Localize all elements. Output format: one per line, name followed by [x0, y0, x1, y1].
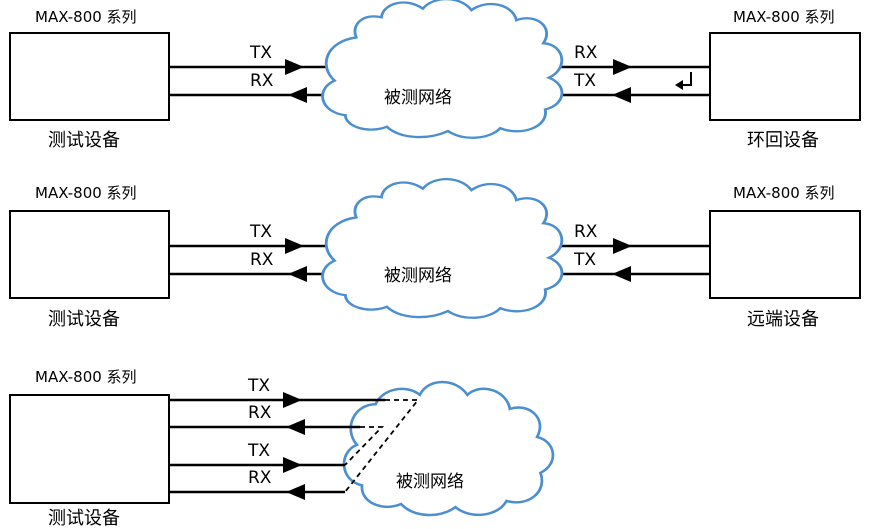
- rx-arrow: [288, 266, 307, 282]
- test-device-box: [9, 394, 170, 504]
- right-device-label: 远端设备: [747, 309, 819, 330]
- tx-arrow-right: [612, 266, 631, 282]
- left-caption: MAX-800 系列: [35, 184, 137, 202]
- rx-label-2: RX: [248, 468, 272, 488]
- left-device-label: 测试设备: [48, 130, 120, 151]
- tx-arrow-right: [612, 87, 631, 103]
- tx-arrow-2: [283, 457, 302, 473]
- remote-device-box: [709, 210, 861, 299]
- network-cloud: [321, 0, 564, 140]
- network-cloud: [321, 177, 564, 320]
- rx-label-right: RX: [574, 43, 598, 63]
- test-device-box: [9, 32, 170, 121]
- right-device-label: 环回设备: [747, 130, 819, 151]
- left-caption: MAX-800 系列: [35, 8, 137, 26]
- loopback-device-box: [709, 32, 861, 121]
- rx-label: RX: [250, 250, 274, 270]
- network-label: 被测网络: [396, 472, 464, 492]
- network-label: 被测网络: [384, 266, 452, 286]
- tx-label: TX: [249, 43, 272, 63]
- panel-remote: MAX-800 系列 测试设备 MAX-800 系列 远端设备 TX RX RX…: [9, 177, 861, 330]
- test-device-box: [9, 210, 170, 299]
- rx-arrow-2: [286, 484, 305, 500]
- rx-arrow: [288, 87, 307, 103]
- rx-label-1: RX: [248, 403, 272, 423]
- tx-label-1: TX: [247, 376, 270, 396]
- tx-label: TX: [249, 222, 272, 242]
- dashed-path-inner: [344, 426, 385, 466]
- tx-label-2: TX: [247, 441, 270, 461]
- left-caption: MAX-800 系列: [35, 368, 137, 386]
- dashed-path-outer: [344, 399, 420, 493]
- tx-label-right: TX: [573, 250, 596, 270]
- rx-arrow-right: [613, 59, 632, 75]
- network-cloud: [342, 380, 555, 517]
- left-device-label: 测试设备: [48, 309, 120, 330]
- left-device-label: 测试设备: [48, 508, 120, 529]
- rx-label-right: RX: [574, 222, 598, 242]
- rx-arrow-1: [286, 419, 305, 435]
- panel-dual-port: MAX-800 系列 测试设备 TX RX TX RX 被测网络: [9, 368, 555, 529]
- rx-label: RX: [250, 71, 274, 91]
- right-caption: MAX-800 系列: [733, 184, 835, 202]
- tx-arrow: [285, 238, 304, 254]
- rx-arrow-right: [613, 238, 632, 254]
- tx-arrow-1: [283, 392, 302, 408]
- right-caption: MAX-800 系列: [733, 8, 835, 26]
- network-label: 被测网络: [384, 88, 452, 108]
- tx-label-right: TX: [573, 71, 596, 91]
- return-arrow-icon: [675, 72, 692, 90]
- tx-arrow: [285, 59, 304, 75]
- panel-loopback: MAX-800 系列 测试设备 MAX-800 系列 环回设备 TX RX RX…: [9, 0, 861, 151]
